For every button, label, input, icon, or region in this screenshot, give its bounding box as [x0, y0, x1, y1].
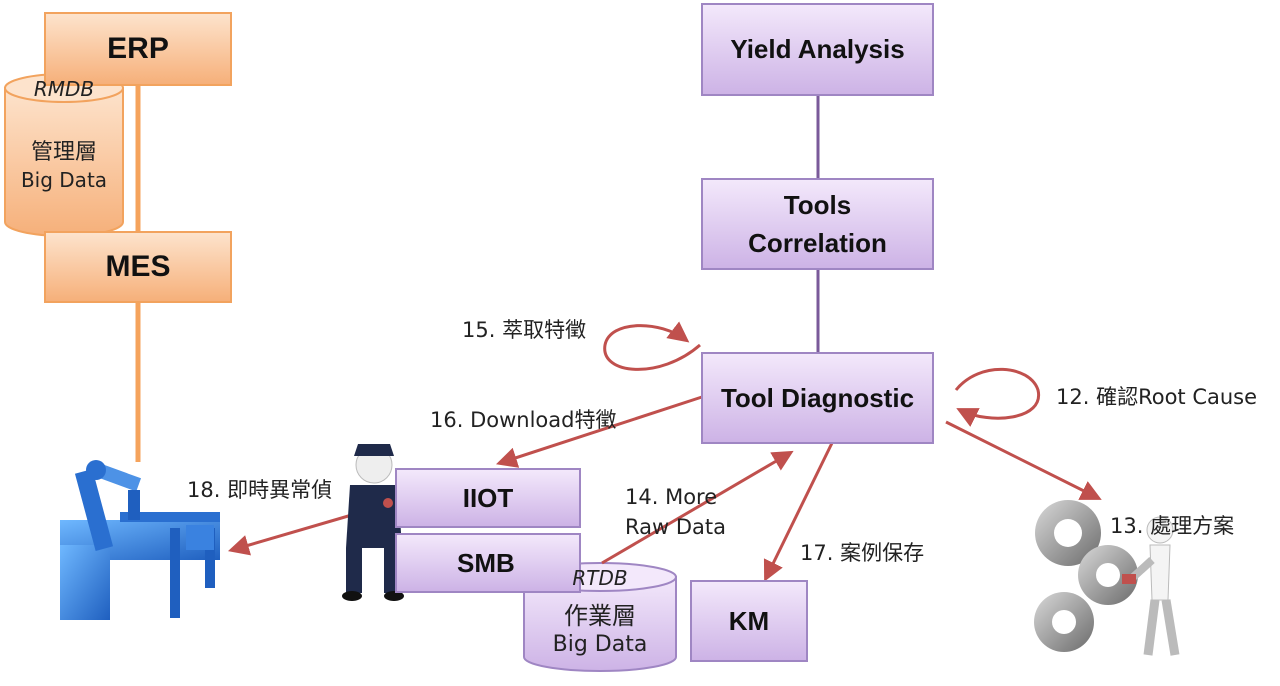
rtdb-line2: Big Data — [552, 632, 648, 657]
mes-box: MES — [44, 231, 232, 303]
step-14-label-line1: 14. More — [625, 485, 718, 509]
arrow-12-self-loop — [954, 367, 1040, 427]
km-box: KM — [690, 580, 808, 662]
yield-analysis-box: Yield Analysis — [701, 3, 934, 96]
arrow-15-self-loop — [603, 321, 701, 371]
step-16-label: 16. Download特徵 — [430, 408, 617, 432]
rtdb-line1: 作業層 — [564, 602, 636, 630]
rmdb-label: RMDB — [33, 77, 95, 101]
rmdb-line2: Big Data — [20, 168, 108, 192]
machine-illustration — [60, 460, 220, 620]
step-18-label: 18. 即時異常偵 — [187, 478, 333, 502]
rtdb-label: RTDB — [572, 566, 628, 590]
step-14-label-line2: Raw Data — [625, 515, 726, 539]
step-13-label: 13. 處理方案 — [1110, 514, 1235, 538]
arrow-13-solution — [945, 420, 1102, 500]
arrow-17-km — [763, 442, 834, 582]
smb-box: SMB — [395, 533, 581, 593]
inspector-figure — [342, 444, 404, 601]
rmdb-line1: 管理層 — [30, 140, 97, 165]
tool-diagnostic-box: Tool Diagnostic — [701, 352, 934, 444]
step-12-label: 12. 確認Root Cause — [1056, 385, 1258, 409]
arrow-16-download — [496, 394, 706, 468]
arrow-14-more-raw-data — [601, 450, 794, 565]
arrow-18-realtime — [227, 510, 363, 556]
step-15-label: 15. 萃取特徵 — [462, 318, 587, 342]
gears-illustration — [1034, 500, 1180, 656]
step-17-label: 17. 案例保存 — [800, 541, 925, 565]
erp-box: ERP — [44, 12, 232, 86]
iiot-box: IIOT — [395, 468, 581, 528]
